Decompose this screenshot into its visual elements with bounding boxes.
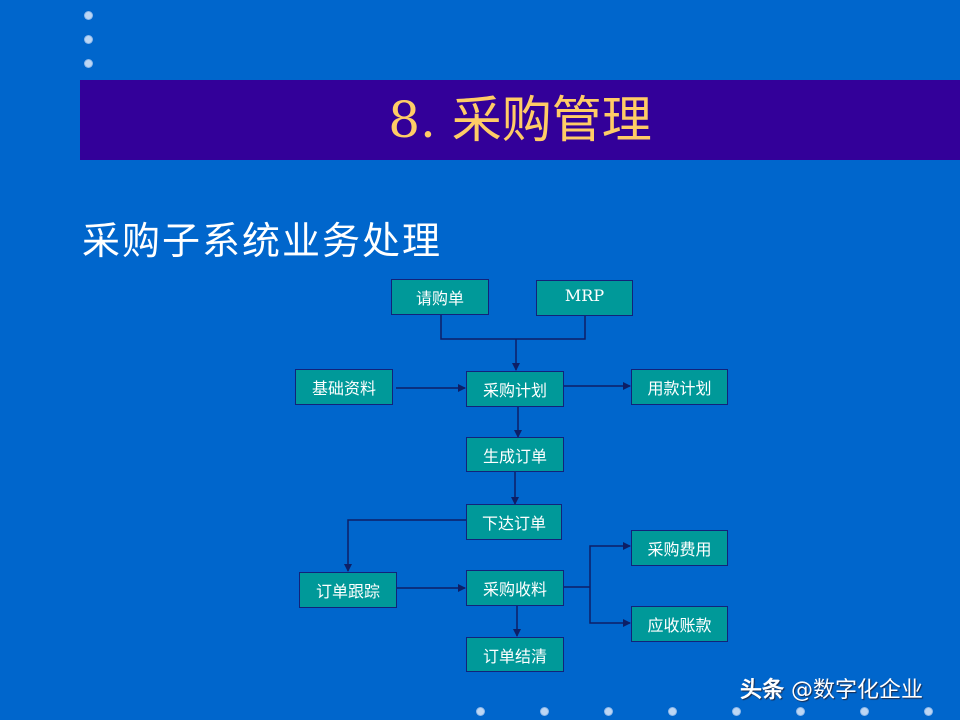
node-payment-plan: 用款计划 [631,369,728,405]
decor-dot [477,708,484,715]
title-band: 8. 采购管理 [80,80,960,160]
node-generate-order: 生成订单 [466,437,564,472]
node-purchase-receiving: 采购收料 [466,570,564,606]
node-purchase-plan: 采购计划 [466,371,564,407]
watermark-handle: @数字化企业 [791,678,924,703]
slide-subtitle: 采购子系统业务处理 [82,219,443,263]
decor-dot [85,60,92,67]
decor-dot [797,708,804,715]
decor-dot [861,708,868,715]
decor-dot [85,12,92,19]
decor-dot [733,708,740,715]
node-order-settlement: 订单结清 [466,637,564,672]
decor-dot [541,708,548,715]
node-mrp: MRP [536,280,633,316]
decor-dot [669,708,676,715]
decor-dot [85,36,92,43]
node-accounts-payable: 应收账款 [631,606,728,642]
decor-dot [925,708,932,715]
watermark: 头条 @数字化企业 [740,672,923,704]
watermark-brand: 头条 [740,678,785,703]
slide-title: 8. 采购管理 [388,91,652,149]
node-order-tracking: 订单跟踪 [299,572,397,608]
decor-dot [605,708,612,715]
node-base-data: 基础资料 [295,369,393,405]
node-issue-order: 下达订单 [466,504,562,540]
node-purchase-cost: 采购费用 [631,530,728,566]
node-purchase-request: 请购单 [391,279,489,315]
